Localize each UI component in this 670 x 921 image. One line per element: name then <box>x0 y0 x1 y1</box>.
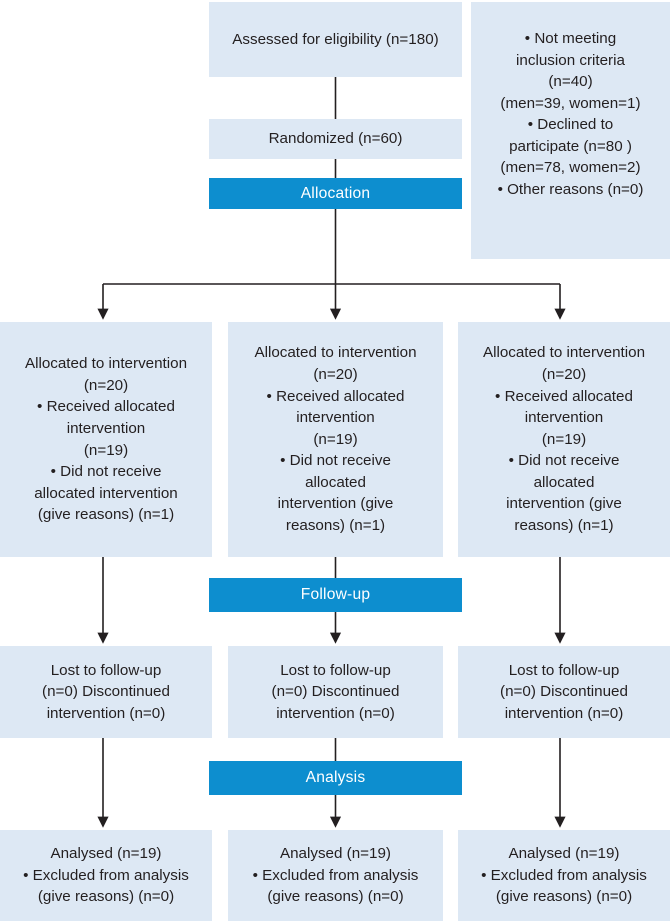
followup-band: Follow-up <box>209 578 462 612</box>
excluded-reasons-box: • Not meeting inclusion criteria (n=40) … <box>471 2 670 259</box>
analysis-box-group-3: Analysed (n=19) • Excluded from analysis… <box>458 830 670 921</box>
followup-box-group-2: Lost to follow-up (n=0) Discontinued int… <box>228 646 443 738</box>
allocation-box-group-3: Allocated to intervention (n=20) • Recei… <box>458 322 670 557</box>
analysis-box-group-1: Analysed (n=19) • Excluded from analysis… <box>0 830 212 921</box>
allocation-box-group-1: Allocated to intervention (n=20) • Recei… <box>0 322 212 557</box>
randomized-box: Randomized (n=60) <box>209 119 462 159</box>
assessed-for-eligibility-box: Assessed for eligibility (n=180) <box>209 2 462 77</box>
followup-box-group-3: Lost to follow-up (n=0) Discontinued int… <box>458 646 670 738</box>
allocation-band: Allocation <box>209 178 462 209</box>
allocation-box-group-2: Allocated to intervention (n=20) • Recei… <box>228 322 443 557</box>
analysis-box-group-2: Analysed (n=19) • Excluded from analysis… <box>228 830 443 921</box>
analysis-band: Analysis <box>209 761 462 795</box>
followup-box-group-1: Lost to follow-up (n=0) Discontinued int… <box>0 646 212 738</box>
